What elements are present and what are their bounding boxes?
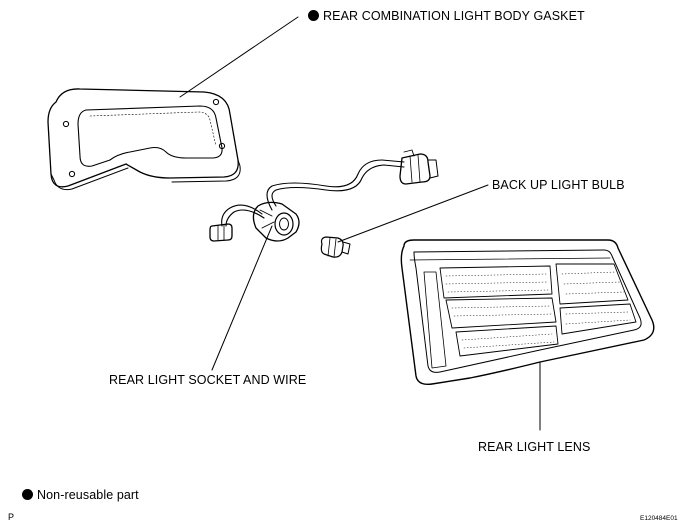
bulb-drawing — [320, 236, 351, 258]
leader-lines — [179, 16, 541, 431]
lens-drawing — [400, 239, 655, 386]
gasket-leader-line — [179, 16, 299, 98]
lens-label: REAR LIGHT LENS — [478, 440, 591, 454]
bulb-leader-line — [337, 184, 489, 243]
socket-wire-drawing — [209, 149, 439, 242]
legend-text: Non-reusable part — [37, 488, 139, 502]
legend-dot-icon — [22, 489, 33, 500]
legend: Non-reusable part — [22, 488, 139, 502]
gasket-drawing — [47, 88, 241, 191]
figure-code: E120484E01 — [640, 515, 678, 522]
socket-leader-line — [211, 225, 273, 371]
gasket-label: REAR COMBINATION LIGHT BODY GASKET — [323, 9, 585, 23]
socket-label: REAR LIGHT SOCKET AND WIRE — [109, 373, 307, 387]
gasket-callout: REAR COMBINATION LIGHT BODY GASKET — [308, 9, 585, 23]
bulb-label: BACK UP LIGHT BULB — [492, 178, 625, 192]
non-reusable-dot-icon — [308, 10, 319, 21]
footer-mark: P — [8, 512, 15, 522]
